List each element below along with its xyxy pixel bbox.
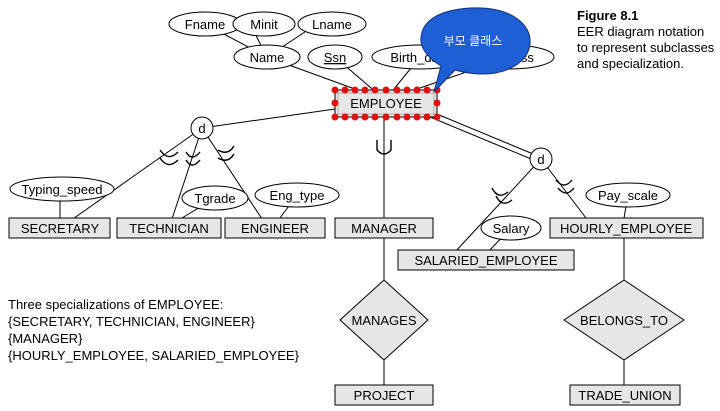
specialization-circle-left: d — [190, 116, 214, 140]
attribute-salary: Salary — [480, 215, 542, 241]
figure-caption: Figure 8.1 EER diagram notation to repre… — [577, 8, 717, 72]
entity-trade-union[interactable]: TRADE_UNION — [569, 384, 681, 406]
entity-salaried-employee[interactable]: SALARIED_EMPLOYEE — [397, 249, 575, 271]
svg-text:부모 클래스: 부모 클래스 — [444, 34, 503, 48]
entity-employee[interactable]: EMPLOYEE — [334, 89, 438, 118]
note-heading: Three specializations of EMPLOYEE: — [8, 297, 224, 312]
svg-text:TECHNICIAN: TECHNICIAN — [129, 221, 208, 236]
entity-technician[interactable]: TECHNICIAN — [116, 217, 222, 239]
entity-hourly-employee[interactable]: HOURLY_EMPLOYEE — [549, 217, 704, 239]
svg-text:MANAGER: MANAGER — [351, 221, 417, 236]
attribute-pay-scale: Pay_scale — [585, 182, 671, 208]
specialization-circle-right: d — [529, 147, 553, 171]
entity-engineer[interactable]: ENGINEER — [224, 217, 326, 239]
attribute-tgrade: Tgrade — [181, 185, 249, 211]
svg-text:Pay_scale: Pay_scale — [598, 188, 658, 203]
attribute-ssn: Ssn — [307, 44, 363, 70]
attribute-typing-speed: Typing_speed — [9, 176, 115, 202]
svg-text:Typing_speed: Typing_speed — [22, 182, 103, 197]
entity-secretary[interactable]: SECRETARY — [8, 217, 111, 239]
attribute-minit: Minit — [232, 11, 296, 37]
svg-text:TRADE_UNION: TRADE_UNION — [578, 388, 671, 403]
svg-text:Lname: Lname — [312, 17, 352, 32]
svg-text:Name: Name — [250, 50, 285, 65]
entity-manager[interactable]: MANAGER — [334, 217, 434, 239]
note-line: {SECRETARY, TECHNICIAN, ENGINEER} — [8, 314, 255, 329]
note-line: {MANAGER} — [8, 331, 83, 346]
svg-text:Eng_type: Eng_type — [270, 188, 325, 203]
figure-caption-text: EER diagram notation to represent subcla… — [577, 24, 715, 71]
svg-text:SALARIED_EMPLOYEE: SALARIED_EMPLOYEE — [414, 253, 557, 268]
callout-bubble[interactable]: 부모 클래스 — [420, 7, 531, 93]
relationship-manages[interactable]: MANAGES — [339, 279, 429, 361]
svg-text:MANAGES: MANAGES — [351, 313, 416, 328]
svg-text:HOURLY_EMPLOYEE: HOURLY_EMPLOYEE — [560, 221, 692, 236]
attribute-eng-type: Eng_type — [254, 182, 340, 208]
svg-text:SECRETARY: SECRETARY — [21, 221, 100, 236]
svg-text:BELONGS_TO: BELONGS_TO — [580, 313, 668, 328]
svg-text:ENGINEER: ENGINEER — [241, 221, 309, 236]
svg-text:d: d — [198, 121, 205, 136]
svg-text:PROJECT: PROJECT — [354, 388, 415, 403]
entity-project[interactable]: PROJECT — [334, 384, 434, 406]
relationship-belongs-to[interactable]: BELONGS_TO — [563, 279, 685, 361]
specialization-note: Three specializations of EMPLOYEE: {SECR… — [8, 296, 299, 364]
svg-text:Minit: Minit — [250, 17, 278, 32]
attribute-lname: Lname — [297, 11, 367, 37]
attribute-fname: Fname — [168, 11, 242, 37]
svg-text:Tgrade: Tgrade — [194, 191, 235, 206]
note-line: {HOURLY_EMPLOYEE, SALARIED_EMPLOYEE} — [8, 348, 299, 363]
attribute-name: Name — [233, 44, 301, 70]
figure-number: Figure 8.1 — [577, 8, 639, 23]
svg-text:Fname: Fname — [185, 17, 225, 32]
subset-symbols — [159, 140, 575, 204]
svg-text:Salary: Salary — [493, 221, 530, 236]
svg-text:Ssn: Ssn — [324, 50, 346, 65]
svg-text:EMPLOYEE: EMPLOYEE — [350, 96, 422, 111]
svg-text:d: d — [537, 152, 544, 167]
